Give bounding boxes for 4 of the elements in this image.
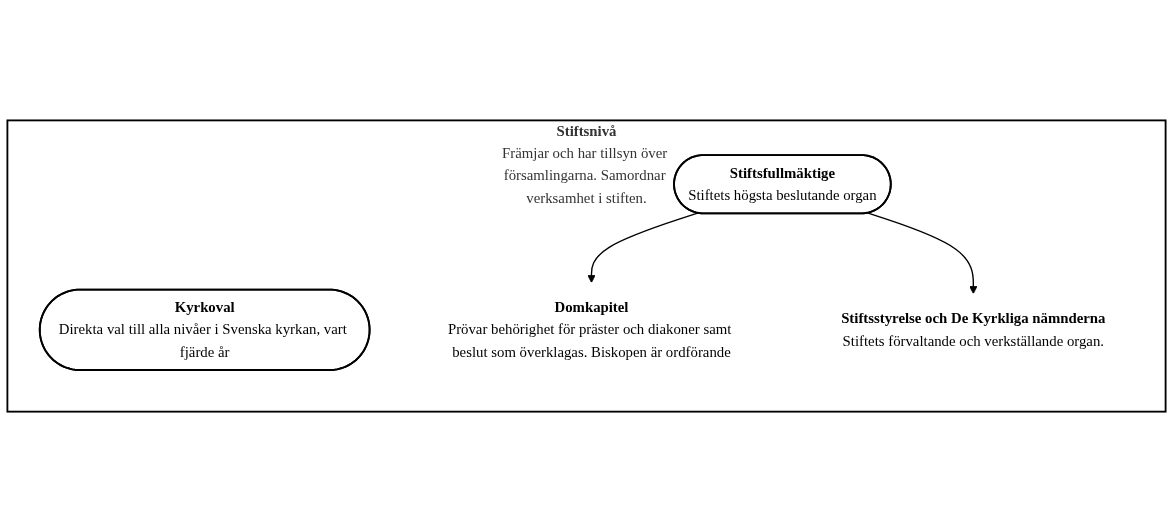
arrow	[867, 212, 978, 295]
node-text: Domkapitel Prövar behörighet för präster och diakoner samt beslut som överklagas. Biskopen är ordförande	[447, 299, 732, 360]
node-text: Stiftsstyrelse och De Kyrkliga nämnderna Stiftets förvaltande och verkställande organ.	[841, 310, 1106, 349]
arrow	[587, 212, 699, 283]
